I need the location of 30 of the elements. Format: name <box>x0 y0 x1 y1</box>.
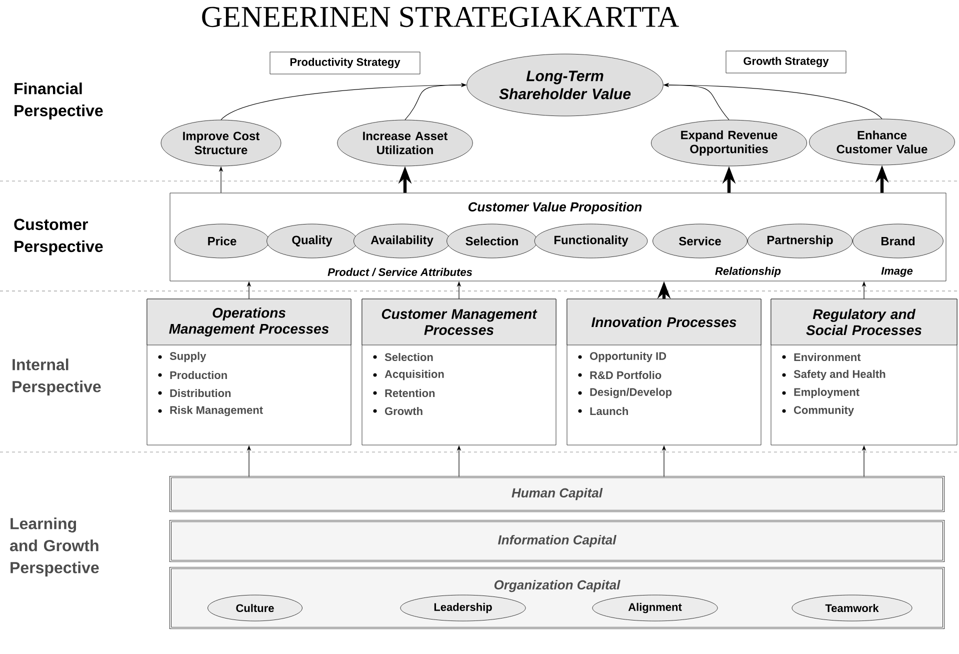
oval-node: Partnership <box>747 224 853 258</box>
oval-node: Brand <box>852 224 944 258</box>
perspective-label: Customer Perspective <box>14 218 103 256</box>
perspective-label: Learning and Growth Perspective <box>10 518 99 576</box>
oval-node: Quality <box>266 224 358 258</box>
perspective-label: Financial Perspective <box>14 82 103 120</box>
process-box: Regulatory and Social Processes Environment Safety and Health Employment Community <box>770 298 958 446</box>
oval-node: Availability <box>354 224 450 258</box>
oval-node: Selection <box>446 224 538 258</box>
capital-band: Human Capital <box>170 476 944 512</box>
oval-node: Expand Revenue Opportunities <box>651 120 807 166</box>
process-box: Operations Management Processes Supply Production Distribution Risk Management <box>146 298 352 446</box>
oval-node: Enhance Customer Value <box>809 118 955 166</box>
oval-node: Teamwork <box>792 594 912 622</box>
oval-node: Price <box>174 224 270 258</box>
oval-node: Alignment <box>592 594 718 622</box>
perspective-label: Internal Perspective <box>12 358 101 396</box>
oval-node: Long-Term Shareholder Value <box>466 54 664 116</box>
oval-node: Increase Asset Utilization <box>337 120 473 166</box>
strategy-box: Productivity Strategy <box>270 52 420 74</box>
process-box: Innovation Processes Opportunity ID R&D Portfolio Design/Develop Launch <box>566 298 762 446</box>
oval-node: Culture <box>208 594 302 622</box>
capital-band: Information Capital <box>170 520 944 562</box>
process-box: Customer Management Processes Selection Acquisition Retention Growth <box>362 298 556 446</box>
oval-node: Functionality <box>534 224 648 258</box>
oval-node: Service <box>652 224 748 258</box>
oval-node: Improve Cost Structure <box>160 120 282 166</box>
strategy-box: Growth Strategy <box>726 50 846 74</box>
oval-node: Leadership <box>400 594 526 622</box>
title: GENEERINEN STRATEGIAKARTTA <box>202 6 679 28</box>
